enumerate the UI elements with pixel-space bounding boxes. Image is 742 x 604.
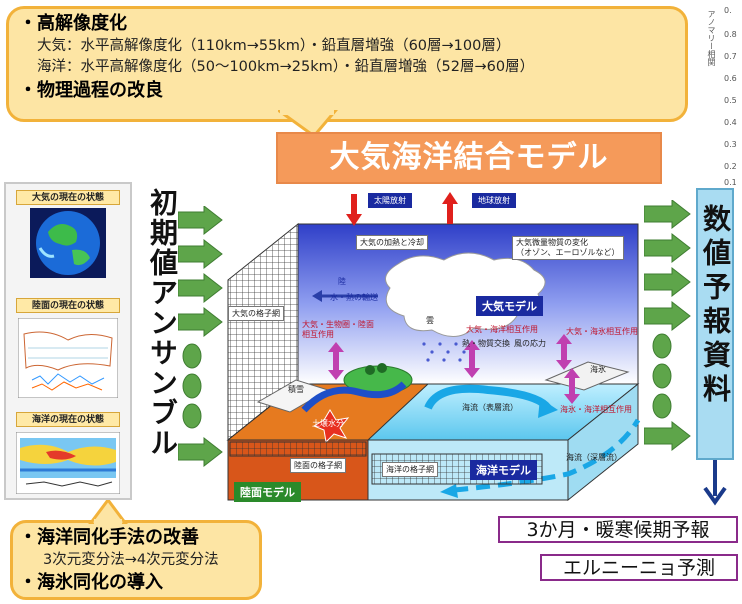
callout-heading-physics: ・物理過程の改良 [19, 80, 163, 101]
label-seaice-ocean: 海氷・海洋相互作用 [560, 405, 632, 414]
label-atm-bio-land: 大気・生物圏・陸面 相互作用 [302, 320, 374, 339]
label-solar-radiation: 太陽放射 [368, 193, 412, 208]
label-surface-current: 海流（表層流） [462, 403, 518, 412]
axis-tick: 0.1 [724, 178, 737, 187]
initial-ensemble-text: 初期値アンサンブル [146, 188, 179, 458]
output-arrows [644, 200, 691, 452]
callout-line-variational: 3次元変分法→4次元変分法 [43, 552, 219, 568]
label-water-heat-transport: 水・熱の輸送 [330, 293, 378, 302]
axis-ticks: 0. 0.8 0.7 0.6 0.5 0.4 0.3 0.2 0.1 [724, 6, 742, 187]
callout-heading-resolution: ・高解像度化 [19, 13, 127, 34]
globe-image [30, 208, 106, 278]
input-arrows [178, 206, 223, 468]
forecast-elnino: エルニーニョ予測 [540, 554, 738, 581]
axis-tick: 0.3 [724, 140, 737, 149]
down-arrow [703, 460, 727, 506]
top-callout: ・高解像度化 大気：水平高解像度化（110km→55km）・鉛直層増強（60層→… [6, 6, 688, 122]
label-land-state: 陸面の現在の状態 [16, 298, 120, 313]
axis-tick: 0.4 [724, 118, 737, 127]
numerical-forecast-box: 数値予報資料 [696, 188, 734, 460]
output-text: 数値予報資料 [699, 204, 732, 408]
axis-tick: 0.8 [724, 30, 737, 39]
axis-tick: 0.2 [724, 162, 737, 171]
axis-tick: 0.6 [724, 74, 737, 83]
label-cloud: 雲 [426, 316, 434, 325]
label-atm-ocean: 大気・海洋相互作用 [466, 325, 538, 334]
axis-label-anomaly: アノマリー相関 [707, 10, 716, 66]
label-heat-exchange: 熱・物質交換 [462, 339, 510, 348]
label-soil-moisture: 土壌水分 [312, 419, 344, 428]
label-wind-stress: 風の応力 [514, 339, 546, 348]
forecast-seasonal: 3か月・暖寒候期予報 [498, 516, 738, 543]
label-sea-ice: 海氷 [590, 365, 606, 374]
label-snow: 積雪 [288, 385, 304, 394]
label-atmosphere-grid: 大気の格子網 [228, 306, 284, 321]
label-land-grid: 陸面の格子網 [290, 458, 346, 473]
bottom-callout-tail [88, 500, 128, 524]
callout-heading-ocean-assim: ・海洋同化手法の改善 [19, 527, 199, 548]
bottom-callout: ・海洋同化手法の改善 3次元変分法→4次元変分法 ・海氷同化の導入 [10, 520, 262, 600]
label-atmosphere-state: 大気の現在の状態 [16, 190, 120, 205]
label-land-model: 陸面モデル [234, 482, 301, 502]
label-earth-radiation: 地球放射 [472, 193, 516, 208]
axis-tick: 0.7 [724, 52, 737, 61]
ocean-map-image [16, 432, 120, 494]
callout-line-ocean: 海洋：水平高解像度化（50～100km→25km）・鉛直層増強（52層→60層） [37, 59, 535, 75]
label-atmosphere-model: 大気モデル [476, 296, 543, 316]
model-title: 大気海洋結合モデル [276, 132, 662, 184]
axis-tick: 0.5 [724, 96, 737, 105]
label-heating-cooling: 大気の加熱と冷却 [356, 235, 428, 250]
label-ocean-model: 海洋モデル [470, 460, 537, 480]
label-trace-gases: 大気微量物質の変化 （オゾン、エーロゾルなど） [512, 236, 624, 260]
callout-tail [278, 110, 338, 138]
label-ocean-grid: 海洋の格子網 [382, 462, 438, 477]
label-deep-current: 海流（深層流） [566, 453, 622, 462]
current-state-panel: 大気の現在の状態 陸面の現在の状態 海洋の現在の状態 [4, 182, 132, 500]
label-land-mark: 陸 [338, 277, 346, 286]
coupled-model-cube [226, 192, 641, 502]
label-atm-seaice: 大気・海氷相互作用 [566, 327, 638, 336]
land-map-image [18, 318, 118, 398]
axis-tick: 0. [724, 6, 732, 15]
callout-line-atmosphere: 大気：水平高解像度化（110km→55km）・鉛直層増強（60層→100層） [37, 38, 511, 54]
label-ocean-state: 海洋の現在の状態 [16, 412, 120, 427]
callout-heading-seaice-assim: ・海氷同化の導入 [19, 572, 163, 593]
